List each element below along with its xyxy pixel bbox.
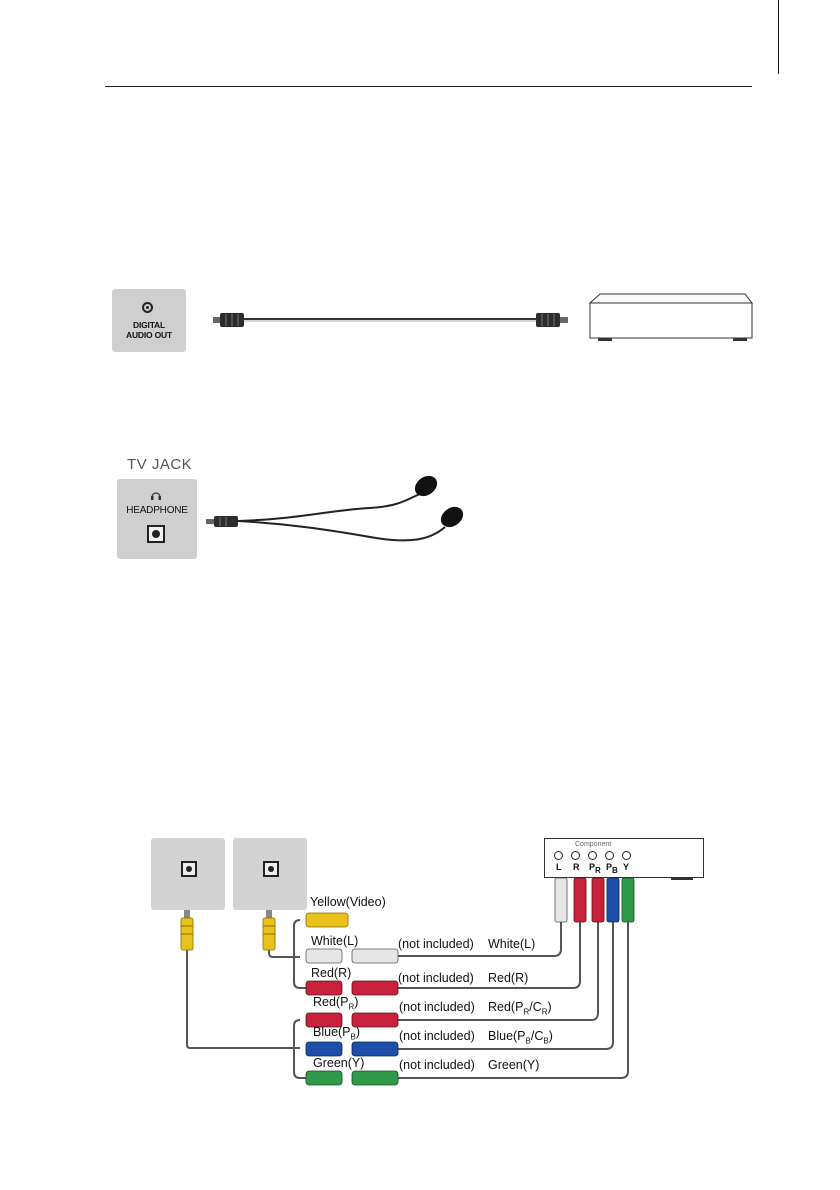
cable-red-left-label: Red(R) <box>311 966 351 980</box>
cable-pb-note: (not included) <box>399 1029 475 1043</box>
cable-green-note: (not included) <box>399 1058 475 1072</box>
cable-red-right-label: Red(R) <box>488 971 528 985</box>
cable-red-note: (not included) <box>398 971 474 985</box>
cable-green-left-label: Green(Y) <box>313 1056 364 1070</box>
cable-white-right-label: White(L) <box>488 937 535 951</box>
cable-yellow-left-label: Yellow(Video) <box>310 895 386 909</box>
cable-green-right-label: Green(Y) <box>488 1058 539 1072</box>
tv-component-plug <box>263 910 275 950</box>
device-plugs <box>555 878 634 922</box>
cable-pr-note: (not included) <box>399 1000 475 1014</box>
cable-white-note: (not included) <box>398 937 474 951</box>
cable-pr-left-label: Red(PR) <box>313 995 358 1012</box>
cable-pb-left-label: Blue(PB) <box>313 1025 360 1042</box>
cable-pb-right-label: Blue(PB/CB) <box>488 1029 553 1046</box>
cable-pr-right-label: Red(PR/CR) <box>488 1000 552 1017</box>
cable-white-left-label: White(L) <box>311 934 358 948</box>
tv-video-plug <box>181 910 193 950</box>
